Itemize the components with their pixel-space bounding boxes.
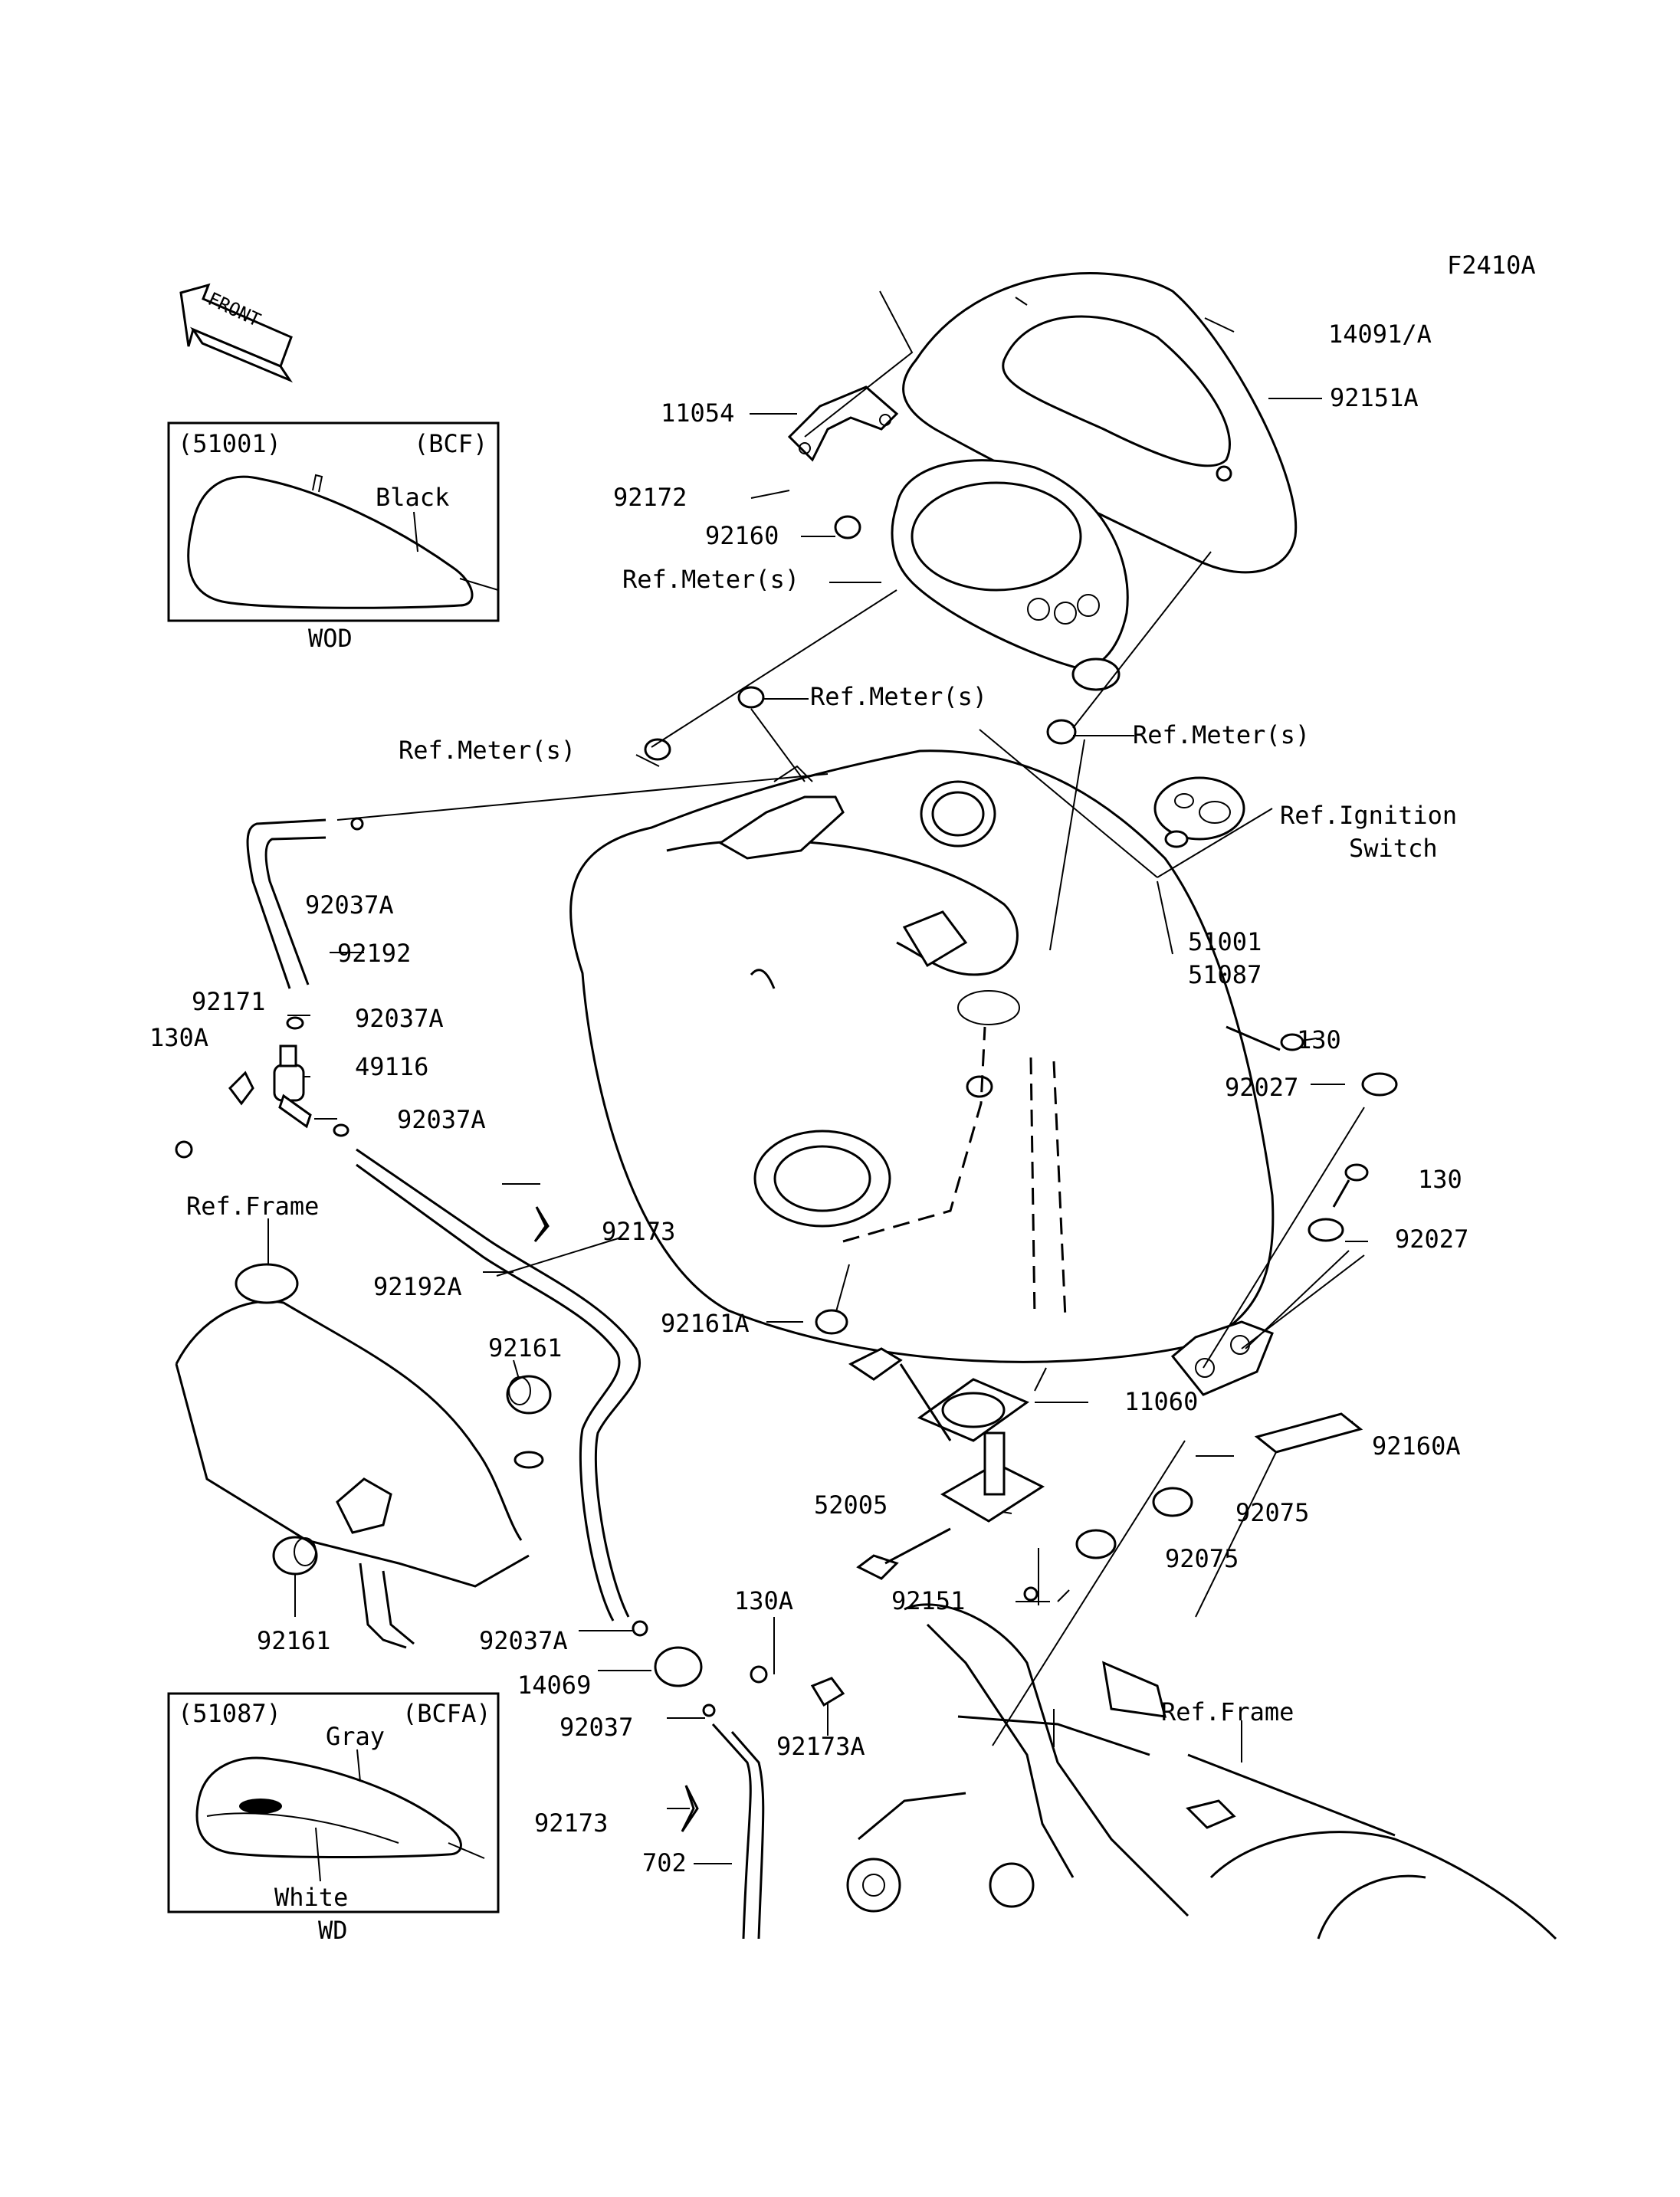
label-92075-2: 92075 (1165, 1544, 1239, 1573)
label-92037A-3: 92037A (397, 1105, 486, 1134)
label-ref-meter-3: Ref.Meter(s) (1133, 720, 1310, 749)
label-ref-frame-2: Ref.Frame (1161, 1697, 1294, 1726)
inset-gray-color2: White (274, 1883, 348, 1912)
label-ref-meter-2: Ref.Meter(s) (810, 682, 987, 711)
inset-gray-model: WD (318, 1916, 348, 1945)
inset-gray-part: (51087) (178, 1699, 281, 1728)
label-92037A-2: 92037A (355, 1004, 444, 1033)
label-ref-ignition-1: Ref.Ignition (1280, 801, 1457, 830)
label-14069: 14069 (517, 1671, 591, 1700)
meter-unit (891, 459, 1129, 691)
bracket (787, 385, 899, 462)
drain-hose (356, 1148, 648, 1637)
damper-92075-a (1152, 1487, 1193, 1517)
label-11060: 11060 (1124, 1387, 1198, 1416)
label-49116: 49116 (355, 1052, 428, 1081)
label-92037A-4: 92037A (479, 1626, 568, 1655)
label-92027-2: 92027 (1395, 1225, 1468, 1254)
bolt-130-a (1226, 1025, 1304, 1051)
meter-cover (902, 272, 1298, 574)
inset-black-model: WOD (308, 624, 353, 653)
inset-black-part: (51001) (178, 429, 281, 458)
label-92192: 92192 (337, 939, 411, 968)
label-92160: 92160 (705, 521, 779, 550)
breather-hose (175, 817, 364, 1159)
grommet-92160 (834, 515, 861, 539)
washer-92027-b (1308, 1218, 1344, 1242)
label-51087: 51087 (1188, 960, 1262, 989)
label-51001: 51001 (1188, 927, 1262, 956)
fuel-tank (569, 749, 1275, 1396)
black-tank-outline (187, 475, 474, 609)
label-92171: 92171 (192, 987, 265, 1016)
rubber-mount-b (272, 1536, 318, 1576)
inset-gray-code: (BCFA) (402, 1699, 491, 1728)
inset-gray-tank: (51087) (BCFA) Gray White WD (167, 1692, 500, 1945)
fuel-pump (848, 1347, 1045, 1602)
label-92161-2: 92161 (257, 1626, 330, 1655)
grommet-meter-b (644, 738, 671, 761)
label-130A-2: 130A (734, 1586, 793, 1615)
label-130-1: 130 (1297, 1025, 1341, 1054)
pad-92160A (1254, 1412, 1363, 1454)
label-ref-meter-4: Ref.Meter(s) (399, 736, 576, 765)
part-labels: 14091/A 92151A 11054 92172 92160 Ref.Met… (149, 320, 1468, 1877)
grommet-meter-a (737, 686, 765, 709)
inset-black-tank: (51001) (BCF) Black WOD (167, 421, 500, 653)
grommet-meter-c (1046, 719, 1077, 745)
gray-tank-outline (195, 1756, 462, 1859)
damper-92075-b (1075, 1529, 1117, 1559)
label-92192A: 92192A (373, 1272, 462, 1301)
front-arrow-icon: FRONT (179, 283, 294, 383)
label-702: 702 (642, 1848, 687, 1877)
label-52005: 52005 (814, 1490, 888, 1520)
label-92160A: 92160A (1372, 1431, 1461, 1461)
ignition-switch (1153, 776, 1245, 848)
label-92151A: 92151A (1330, 383, 1419, 412)
label-92172: 92172 (613, 483, 687, 512)
figure-code: F2410A (1447, 251, 1536, 280)
label-11054: 11054 (661, 398, 734, 428)
label-130-2: 130 (1418, 1165, 1462, 1194)
label-ref-ignition-2: Switch (1349, 834, 1438, 863)
bolt-130-b (1332, 1163, 1369, 1208)
label-92173-2: 92173 (534, 1808, 608, 1838)
inset-black-code: (BCF) (414, 429, 487, 458)
label-130A-1: 130A (149, 1023, 208, 1052)
label-92151: 92151 (891, 1586, 965, 1615)
label-92173A: 92173A (776, 1732, 865, 1761)
label-92161A: 92161A (661, 1309, 750, 1338)
inset-black-color: Black (376, 483, 449, 512)
label-92173-1: 92173 (602, 1217, 675, 1246)
label-92037: 92037 (559, 1713, 633, 1742)
frame-left (175, 1263, 544, 1649)
label-92027-1: 92027 (1225, 1073, 1298, 1102)
washer-92027-a (1361, 1072, 1398, 1097)
label-ref-meter-1: Ref.Meter(s) (622, 565, 799, 594)
label-92037A-1: 92037A (305, 890, 394, 920)
rubber-mount-a (506, 1375, 552, 1415)
fuel-filter (654, 1646, 845, 1940)
label-ref-frame-1: Ref.Frame (186, 1192, 319, 1221)
label-92075-1: 92075 (1235, 1498, 1309, 1527)
inset-gray-color1: Gray (326, 1722, 385, 1751)
frame-right (846, 1603, 1557, 1940)
label-92161-1: 92161 (488, 1333, 562, 1362)
label-14091A: 14091/A (1328, 320, 1432, 349)
mount-92161A (815, 1309, 848, 1335)
